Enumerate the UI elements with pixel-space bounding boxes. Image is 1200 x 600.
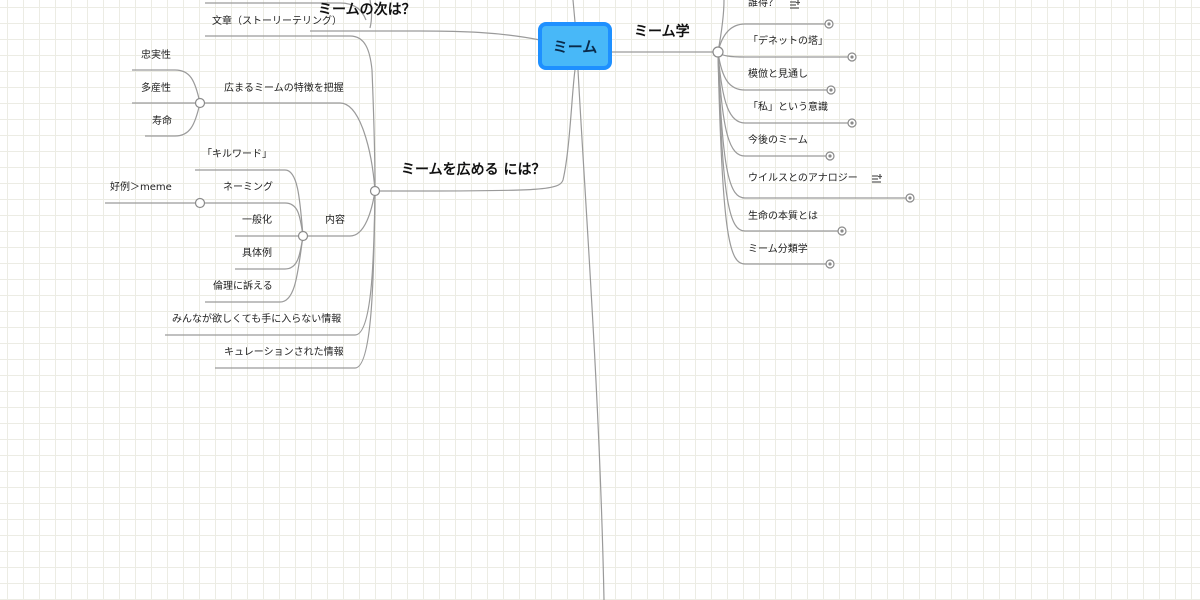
topic-content[interactable]: 内容 xyxy=(325,215,345,226)
topic-keyword[interactable]: 「キルワード」 xyxy=(202,149,272,160)
topic-self-consciousness[interactable]: 「私」という意識 xyxy=(748,102,828,113)
topic-features[interactable]: 広まるミームの特徴を把握 xyxy=(224,83,344,94)
topic-essence-of-life[interactable]: 生命の本質とは xyxy=(748,211,818,222)
branch-memetics-label[interactable]: ミーム学 xyxy=(634,24,690,40)
branch-next-label[interactable]: ミームの次は？ xyxy=(318,2,416,18)
spread-hub-toggle[interactable] xyxy=(369,185,381,197)
topic-fecundity[interactable]: 多産性 xyxy=(141,83,171,94)
topic-future-memes[interactable]: 今後のミーム xyxy=(748,135,808,146)
topic-longevity[interactable]: 寿命 xyxy=(152,116,172,127)
naming-hub-toggle[interactable] xyxy=(194,197,206,209)
central-topic[interactable]: ミーム xyxy=(538,22,612,70)
branch-spread-label[interactable]: ミームを広める には？ xyxy=(401,162,546,178)
topic-naming[interactable]: ネーミング xyxy=(223,182,273,193)
features-hub-toggle[interactable] xyxy=(194,97,206,109)
topic-ethics[interactable]: 倫理に訴える xyxy=(213,281,273,292)
topic-imitation-foresight[interactable]: 模倣と見通し xyxy=(748,69,808,80)
note-icon[interactable] xyxy=(872,174,883,184)
content-hub-toggle[interactable] xyxy=(297,230,309,242)
topic-dennett-tower[interactable]: 「デネットの塔」 xyxy=(748,36,828,47)
topic-virus-analogy[interactable]: ウイルスとのアナロジー xyxy=(748,173,858,184)
note-icon[interactable] xyxy=(790,0,801,10)
topic-curated-info[interactable]: キュレーションされた情報 xyxy=(224,347,344,358)
topic-story[interactable]: 文章（ストーリーテリング） xyxy=(212,16,342,27)
memetics-hub-toggle[interactable] xyxy=(712,46,724,58)
topic-concrete[interactable]: 具体例 xyxy=(242,248,272,259)
topic-naming-example[interactable]: 好例＞meme xyxy=(110,182,172,193)
topic-who-benefits[interactable]: 誰得？ xyxy=(748,0,778,9)
central-topic-label: ミーム xyxy=(552,37,598,56)
topic-meme-taxonomy[interactable]: ミーム分類学 xyxy=(748,244,808,255)
topic-generalize[interactable]: 一般化 xyxy=(242,215,272,226)
topic-unavailable-info[interactable]: みんなが欲しくても手に入らない情報 xyxy=(172,314,342,325)
topic-fidelity[interactable]: 忠実性 xyxy=(141,50,171,61)
